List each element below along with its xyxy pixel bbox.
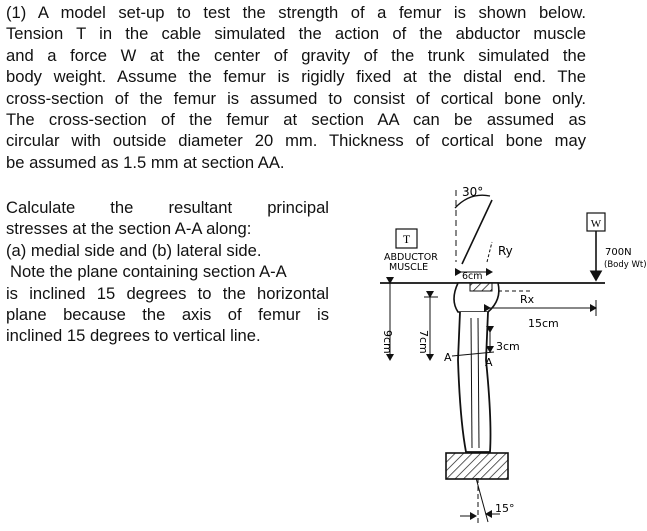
dim-6cm-label: 6cm [462, 271, 483, 282]
question-line: is inclined 15 degrees to the horizontal [6, 283, 329, 303]
section-a-left: A [444, 351, 452, 364]
femur-head-hatch [469, 282, 493, 292]
question-line: (a) medial side and (b) lateral side. [6, 240, 262, 260]
femur-axis-line [475, 477, 489, 523]
dim-3cm-label: 3cm [496, 340, 520, 353]
angle-bottom-label: 15° [495, 502, 515, 515]
femur-test-diagram: 30° T ABDUCTOR MUSCLE Ry 6cm W 700N (Bod… [380, 185, 647, 525]
cable-line [461, 199, 493, 265]
question-text: Calculate the resultant principal stress… [6, 197, 329, 347]
rx-label: Rx [520, 293, 535, 306]
abductor-label-line1: ABDUCTOR [384, 252, 438, 263]
question-line: stresses at the section A-A along: [6, 219, 252, 239]
dim-7cm-label: 7cm [417, 330, 430, 354]
angle-top-label: 30° [462, 185, 483, 199]
femur-shaft [457, 311, 492, 453]
femur-inner-line-right [477, 317, 480, 449]
load-value: 700N [605, 247, 632, 258]
problem-statement: (1) A model set-up to test the strength … [6, 2, 586, 173]
problem-line: (1) A model set-up to test the strength … [6, 3, 586, 22]
question-line: Calculate the resultant principal [6, 198, 329, 217]
dim-9cm-label: 9cm [381, 330, 394, 354]
problem-line: be assumed as 1.5 mm at section AA. [6, 152, 285, 172]
fixed-support [445, 452, 509, 480]
t-label: T [403, 232, 411, 246]
problem-line: circular with outside diameter 20 mm. Th… [6, 131, 586, 151]
problem-line: and a force W at the center of gravity o… [6, 45, 586, 65]
question-line: Note the plane containing section A-A [10, 262, 287, 282]
problem-line: body weight. Assume the femur is rigidly… [6, 67, 586, 87]
femur-inner-line-left [470, 317, 473, 449]
problem-line: cross-section of the femur is assumed to… [6, 88, 586, 108]
question-line: inclined 15 degrees to vertical line. [6, 326, 261, 346]
t-label-box [395, 228, 418, 249]
section-a-right: A [485, 356, 493, 369]
problem-line: The cross-section of the femur at sectio… [6, 110, 586, 130]
angle-arc-top [454, 194, 491, 209]
dim-15cm-label: 15cm [528, 317, 559, 330]
abductor-label-line2: MUSCLE [389, 262, 428, 273]
ry-label: Ry [498, 244, 513, 258]
problem-line: Tension T in the cable simulated the act… [6, 24, 586, 44]
ry-line [486, 241, 493, 263]
question-line: plane because the axis of femur is [6, 305, 329, 325]
load-note: (Body Wt) [604, 260, 647, 270]
w-label: W [591, 218, 602, 230]
